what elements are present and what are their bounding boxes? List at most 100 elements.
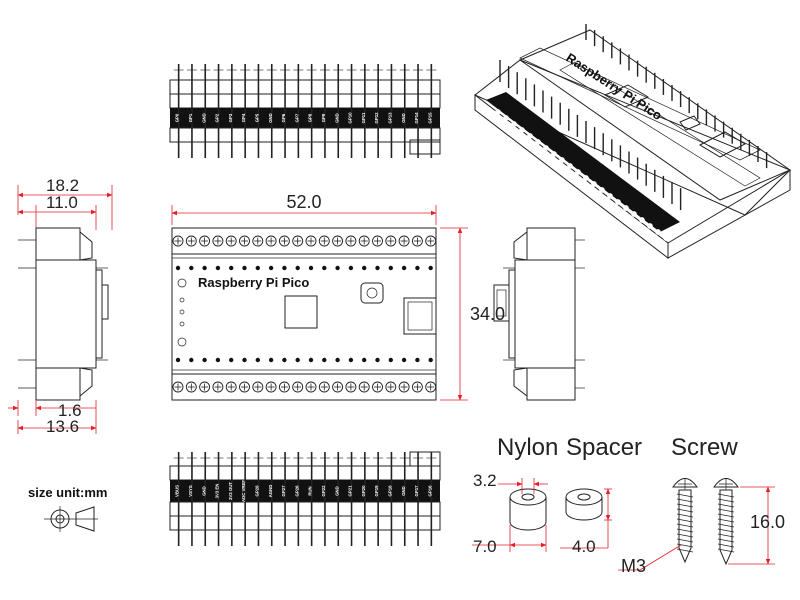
pin-label: GP1 (188, 113, 193, 122)
iso-terminal-screw (615, 199, 621, 205)
pin-label: GP18 (387, 485, 392, 497)
pin-label: GP10 (348, 112, 353, 124)
rp2040-chip (284, 295, 318, 329)
header-hole (348, 357, 354, 363)
header-hole (295, 265, 300, 271)
isometric-view: Raspberry Pi Pico (474, 24, 792, 260)
side-bottom-total-label: 13.6 (46, 417, 79, 436)
pin-label: GP9 (321, 113, 326, 122)
thread (676, 533, 694, 538)
pin-label: GP13 (387, 112, 392, 124)
header-hole (229, 265, 234, 271)
iso-terminal-screw (591, 181, 597, 187)
screw-length-label: 16.0 (750, 512, 785, 532)
pin-label: GP26 (294, 485, 299, 497)
side-total-label: 18.2 (46, 176, 79, 195)
pin-label: 3V3 EN (215, 484, 220, 499)
height-dimension: 34.0 (440, 227, 505, 401)
pin-label: GP19 (374, 485, 379, 497)
header-hole (375, 265, 380, 271)
pin-label: GP15 (427, 112, 432, 124)
thread (676, 503, 694, 508)
header-hole (428, 265, 433, 271)
pin-label: GND (268, 113, 273, 123)
header-hole (215, 265, 221, 271)
thread (717, 548, 735, 553)
header-hole (362, 357, 367, 363)
header-hole (362, 265, 367, 271)
thread (717, 528, 735, 533)
side-base-label: 1.6 (58, 401, 82, 420)
bootsel-button (360, 282, 384, 304)
thread (676, 518, 694, 523)
header-hole (268, 357, 274, 363)
iso-terminal-screw (623, 205, 629, 211)
side-dimension-13-6: 13.6 (17, 400, 97, 436)
thread (717, 513, 735, 518)
header-hole (175, 265, 181, 271)
header-hole (335, 357, 340, 363)
header-hole (415, 357, 420, 363)
spacer-title: Spacer (566, 434, 642, 461)
header-hole (295, 357, 300, 363)
thread (676, 513, 694, 518)
pin-label: GP28 (254, 485, 259, 497)
board-front-view: Raspberry Pi Pico (171, 227, 437, 401)
thread (717, 493, 735, 498)
thread (676, 508, 694, 513)
thread (676, 528, 694, 533)
iso-terminal-screw (511, 121, 517, 127)
header-hole (255, 265, 260, 271)
screw-drawing-right (713, 478, 739, 566)
spacer-outer-label: 7.0 (473, 537, 497, 556)
pin-label: GP8 (308, 113, 313, 122)
unit-note: size unit:mm (28, 485, 107, 500)
thread (676, 543, 694, 548)
side-dimension-11-0: 11.0 (17, 193, 97, 230)
width-label: 52.0 (286, 192, 321, 212)
iso-terminal-screw (551, 151, 557, 157)
pin-label: 3V3 OUT (228, 482, 233, 500)
iso-terminal-screw (575, 169, 581, 175)
header-hole (242, 265, 247, 271)
iso-terminal-screw (567, 163, 573, 169)
header-hole (401, 357, 407, 363)
pin-label: GP14 (414, 112, 419, 124)
header-hole (322, 357, 327, 363)
header-hole (388, 265, 393, 271)
iso-terminal-screw (527, 133, 533, 139)
thread (676, 493, 694, 498)
pin-label: GP5 (254, 113, 259, 122)
iso-terminal-screw (599, 187, 605, 193)
pin-label: GP2 (215, 113, 220, 122)
pin-label: AGND (268, 485, 273, 498)
header-hole (189, 357, 194, 363)
header-hole (282, 265, 287, 271)
pin-label: GND (201, 113, 206, 123)
thread (676, 538, 694, 543)
header-hole (255, 357, 260, 363)
pin-label: GP21 (348, 485, 353, 497)
nylon-title: Nylon (497, 434, 558, 461)
pin-label: GND (334, 486, 339, 496)
thread (717, 503, 735, 508)
iso-terminal-screw (519, 127, 525, 133)
pin-label: GND (201, 486, 206, 496)
iso-terminal-screw (559, 157, 565, 163)
screw-drawing-left (672, 478, 698, 564)
header-hole (401, 265, 407, 271)
pin-label: GP12 (374, 112, 379, 124)
header-hole (282, 357, 287, 363)
header-hole (415, 265, 420, 271)
header-hole (242, 357, 247, 363)
thread (676, 548, 694, 553)
pin-label: RUN (308, 486, 313, 495)
width-dimension: 52.0 (171, 192, 437, 225)
iso-silkscreen: Raspberry Pi Pico (563, 50, 665, 123)
iso-terminal-screw (607, 193, 613, 199)
screw-size-dimension: M3 (618, 544, 682, 576)
header-hole (308, 265, 314, 271)
spacer-height-label: 4.0 (572, 537, 596, 556)
